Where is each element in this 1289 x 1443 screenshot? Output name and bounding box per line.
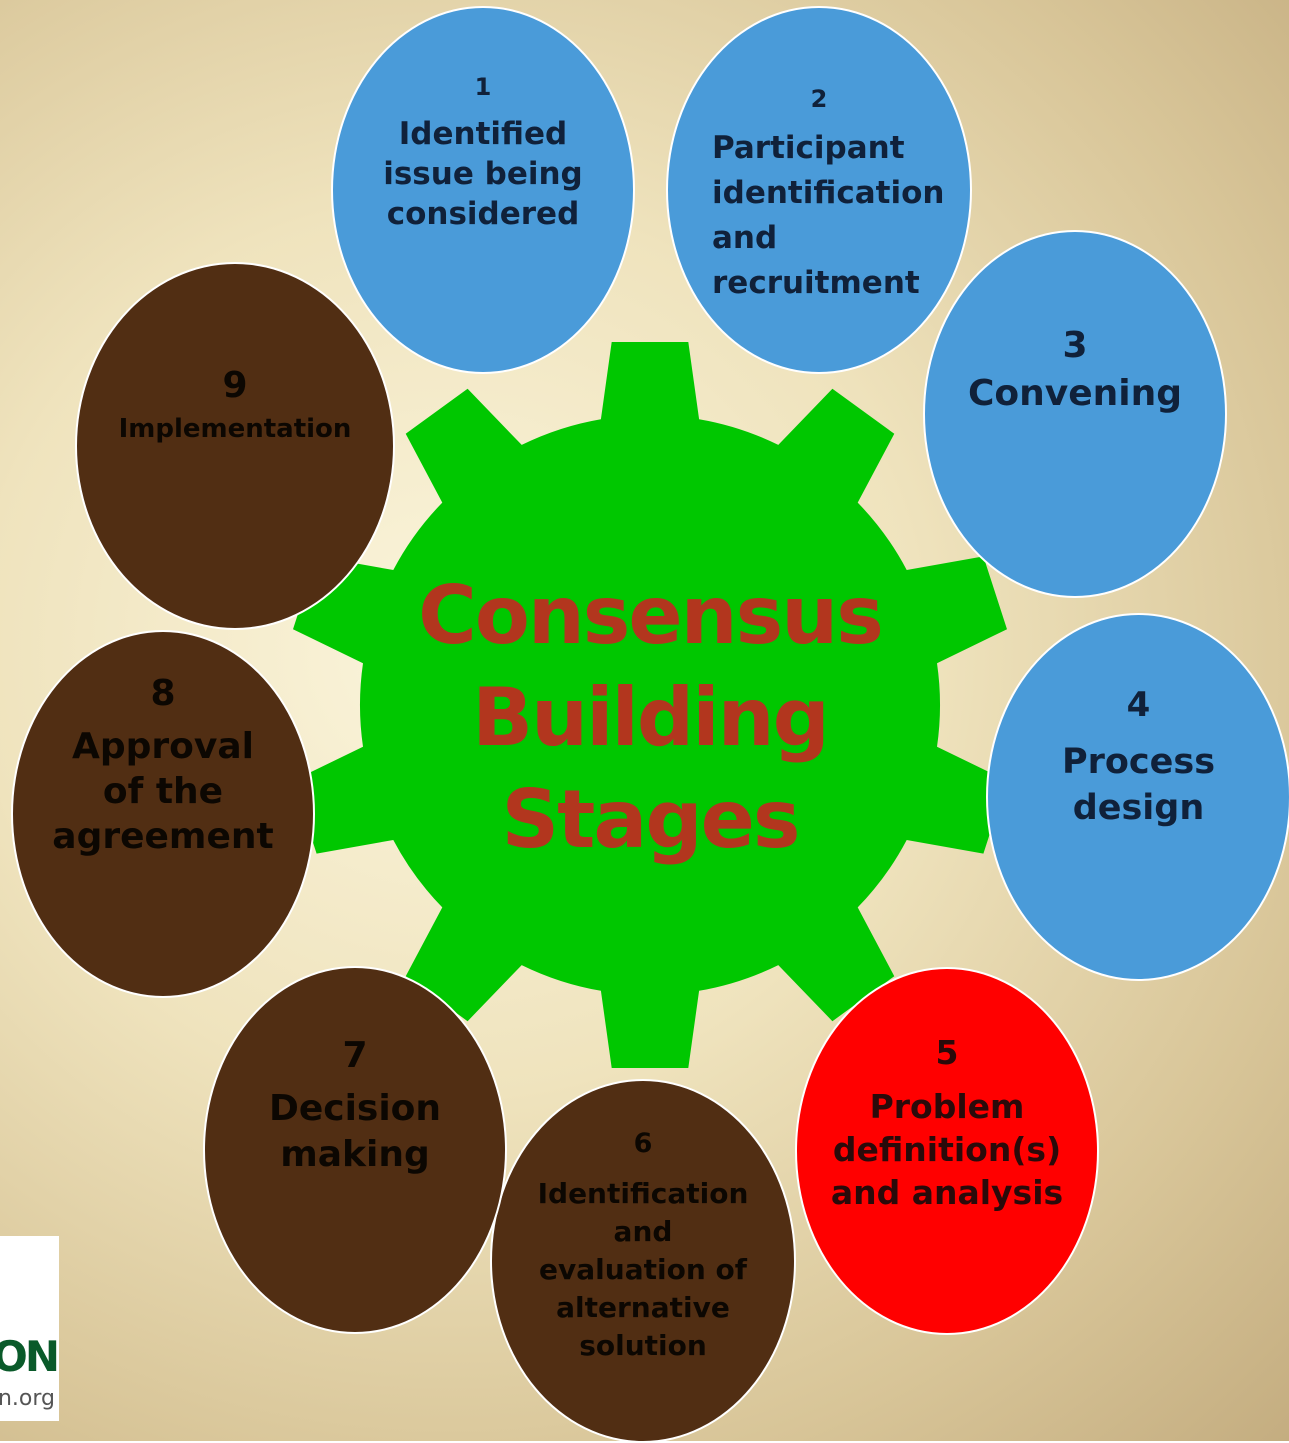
diagram-title-line-2: Building xyxy=(472,671,830,764)
stage-1-circle: 1 Identified issue being considered xyxy=(331,6,635,374)
stage-7-number: 7 xyxy=(342,1035,368,1076)
stage-9-circle: 9 Implementation xyxy=(75,262,395,630)
stage-2-circle: 2 Participant identification and recruit… xyxy=(666,6,972,374)
stage-7-label: Decision making xyxy=(268,1088,442,1175)
stage-1-number: 1 xyxy=(474,73,492,101)
stage-3-number: 3 xyxy=(1062,325,1088,366)
stage-8-number: 8 xyxy=(150,673,176,714)
stage-4-label: Process design xyxy=(1061,742,1216,828)
stage-4-circle: 4 Process design xyxy=(986,613,1289,981)
logo-mark: ON xyxy=(0,1332,59,1381)
stage-2-number: 2 xyxy=(810,85,828,113)
stage-6-label: Identification and evaluation of alterna… xyxy=(537,1177,749,1362)
logo-url: n.org xyxy=(0,1386,55,1411)
stage-8-label: Approval of the agreement xyxy=(52,726,274,857)
stage-9-label: Implementation xyxy=(118,414,352,444)
stage-6-number: 6 xyxy=(633,1128,653,1159)
stage-1-label: Identified issue being considered xyxy=(383,116,583,232)
stage-6-circle: 6 Identification and evaluation of alter… xyxy=(490,1079,796,1443)
stage-8-circle: 8 Approval of the agreement xyxy=(11,630,315,998)
stage-3-label: Convening xyxy=(967,373,1183,414)
stage-5-number: 5 xyxy=(935,1033,959,1072)
stage-4-number: 4 xyxy=(1126,685,1151,725)
stage-2-label: Participant identification and recruitme… xyxy=(712,130,945,301)
stage-9-number: 9 xyxy=(222,365,248,406)
stage-7-circle: 7 Decision making xyxy=(203,966,507,1334)
diagram-title-line-1: Consensus xyxy=(418,569,884,662)
stage-5-label: Problem definition(s) and analysis xyxy=(830,1087,1064,1212)
stage-3-circle: 3 Convening xyxy=(923,230,1227,598)
stage-5-circle: 5 Problem definition(s) and analysis xyxy=(795,967,1099,1335)
diagram-title-line-3: Stages xyxy=(501,773,801,866)
organization-logo: ON n.org xyxy=(0,1236,59,1421)
